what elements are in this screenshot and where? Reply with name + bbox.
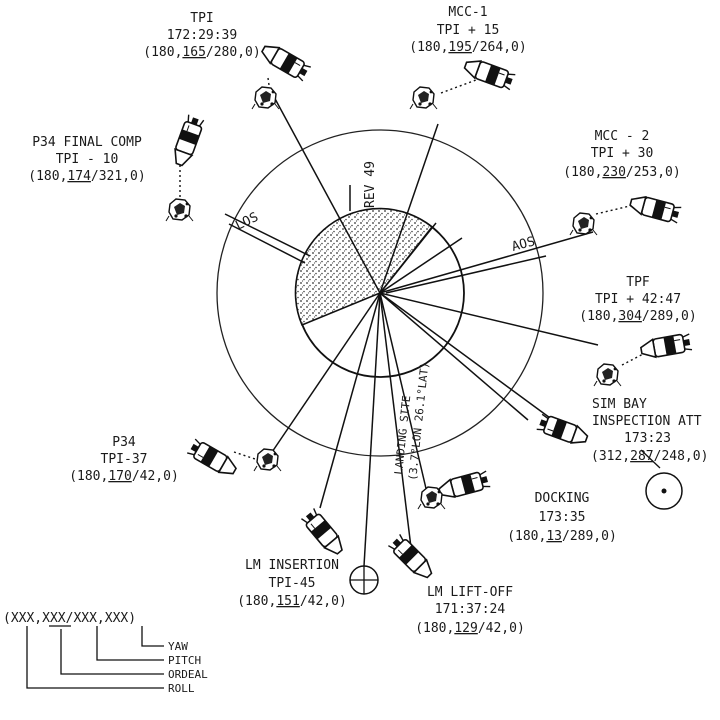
lm-icon <box>569 212 598 236</box>
legend-ordeal: ORDEAL <box>168 668 208 681</box>
svg-text:TPI-45: TPI-45 <box>269 576 316 591</box>
legend-pitch: PITCH <box>168 654 201 667</box>
csm-icon <box>185 437 240 480</box>
lm-liftoff-label: LM LIFT-OFF 171:37:24 (180,129/42,0) <box>415 585 525 636</box>
csm-icon <box>535 412 591 449</box>
csm-icon <box>436 469 492 502</box>
legend-format: (XXX,XXX/XXX,XXX) <box>3 611 136 626</box>
svg-text:(180,230/253,0): (180,230/253,0) <box>563 165 680 180</box>
svg-text:TPF: TPF <box>626 275 650 290</box>
svg-text:(180,170/42,0): (180,170/42,0) <box>69 469 179 484</box>
lm-icon <box>253 448 282 472</box>
svg-text:TPI + 30: TPI + 30 <box>591 146 654 161</box>
svg-text:(180,174/321,0): (180,174/321,0) <box>28 169 145 184</box>
csm-icon <box>461 55 517 92</box>
dark-side-region <box>294 207 434 327</box>
attitude-legend: (XXX,XXX/XXX,XXX) YAW PITCH ORDEAL ROLL <box>3 611 208 695</box>
svg-text:173:35: 173:35 <box>539 510 586 525</box>
csm-icon <box>299 507 348 559</box>
svg-text:INSPECTION ATT: INSPECTION ATT <box>592 414 702 429</box>
tpi-line <box>272 94 381 294</box>
svg-text:TPI + 42:47: TPI + 42:47 <box>595 292 681 307</box>
csm-icon <box>386 532 437 583</box>
svg-text:P34: P34 <box>112 435 136 450</box>
p34-label: P34 TPI-37 (180,170/42,0) <box>69 435 179 484</box>
tpi-label: TPI 172:29:39 (180,165/280,0) <box>143 11 260 60</box>
sim-bay-label: SIM BAY INSPECTION ATT 173:23 (312,287/2… <box>591 397 708 464</box>
legend-roll: ROLL <box>168 682 195 695</box>
svg-text:(180,129/42,0): (180,129/42,0) <box>415 621 525 636</box>
svg-text:LM INSERTION: LM INSERTION <box>245 558 339 573</box>
orbit-circle <box>216 129 544 457</box>
svg-text:(312,287/248,0): (312,287/248,0) <box>591 449 708 464</box>
crosshair-target-icon <box>349 565 379 595</box>
svg-text:SIM BAY: SIM BAY <box>592 397 647 412</box>
tpf-label: TPF TPI + 42:47 (180,304/289,0) <box>579 275 696 324</box>
aos-label: AOS <box>510 234 537 255</box>
docking-label: DOCKING 173:35 (180,13/289,0) <box>507 491 617 544</box>
svg-text:MCC-1: MCC-1 <box>448 5 487 20</box>
svg-text:(180,151/42,0): (180,151/42,0) <box>237 594 347 609</box>
lm-insertion-label: LM INSERTION TPI-45 (180,151/42,0) <box>237 558 347 609</box>
csm-icon <box>639 332 693 361</box>
lm-icon <box>251 86 280 110</box>
lm-icon <box>593 363 622 387</box>
svg-text:LM LIFT-OFF: LM LIFT-OFF <box>427 585 513 600</box>
svg-text:TPI: TPI <box>190 11 213 26</box>
svg-text:TPI-37: TPI-37 <box>101 452 148 467</box>
target-dot-icon <box>640 449 683 510</box>
svg-text:TPI + 15: TPI + 15 <box>437 23 500 38</box>
svg-text:(180,13/289,0): (180,13/289,0) <box>507 529 617 544</box>
csm-icon <box>169 113 206 169</box>
lm-icon <box>165 198 194 222</box>
svg-text:MCC - 2: MCC - 2 <box>595 129 650 144</box>
mcc1-label: MCC-1 TPI + 15 (180,195/264,0) <box>409 5 526 55</box>
svg-text:171:37:24: 171:37:24 <box>435 602 506 617</box>
event-lines <box>224 94 599 567</box>
svg-text:(180,165/280,0): (180,165/280,0) <box>143 45 260 60</box>
svg-text:(180,195/264,0): (180,195/264,0) <box>409 40 526 55</box>
p34-final-comp-label: P34 FINAL COMP TPI - 10 (180,174/321,0) <box>28 135 145 184</box>
csm-icon <box>258 40 313 83</box>
mcc2-label: MCC - 2 TPI + 30 (180,230/253,0) <box>563 129 680 180</box>
svg-text:P34 FINAL COMP: P34 FINAL COMP <box>32 135 142 150</box>
svg-text:DOCKING: DOCKING <box>535 491 590 506</box>
svg-text:TPI - 10: TPI - 10 <box>56 152 119 167</box>
svg-text:172:29:39: 172:29:39 <box>167 28 237 43</box>
csm-icon <box>627 192 683 225</box>
lm-icon <box>409 86 438 110</box>
svg-text:(180,304/289,0): (180,304/289,0) <box>579 309 696 324</box>
legend-yaw: YAW <box>168 640 188 653</box>
svg-text:173:23: 173:23 <box>624 431 671 446</box>
rev-label: REV 49 <box>363 161 378 208</box>
